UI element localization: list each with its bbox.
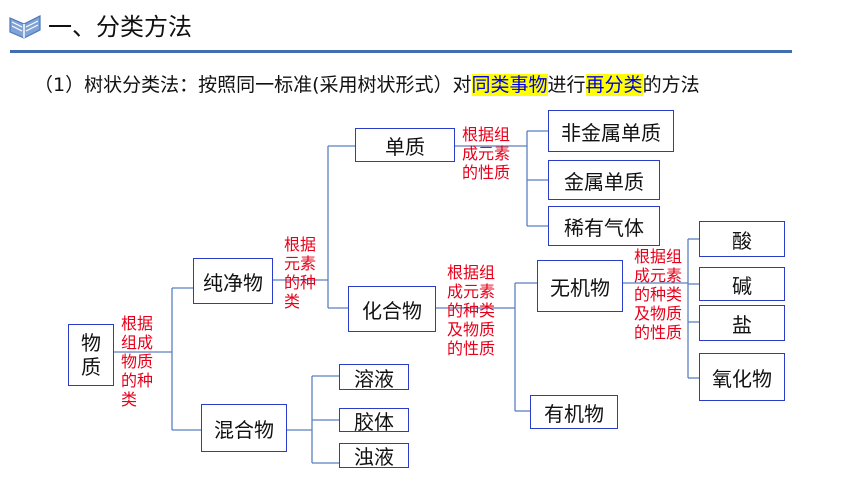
criterion-root: 根据 组成 物质 的种 类: [121, 314, 154, 409]
node-oxide: 氧化物: [699, 353, 785, 401]
intro-highlight-1: 同类事物: [471, 74, 548, 96]
criterion-pure: 根据 元素 的种 类: [284, 235, 317, 311]
criterion-inorganic: 根据组 成元素 的种类 及物质 的性质: [634, 247, 683, 342]
node-mixture: 混合物: [201, 404, 287, 452]
intro-suffix: 的方法: [642, 74, 700, 96]
criterion-compound: 根据组 成元素 的种类 及物质 的性质: [447, 263, 496, 358]
intro-mid: 进行: [547, 74, 586, 96]
title-divider: [10, 50, 792, 53]
node-suspension: 浊液: [339, 443, 409, 469]
intro-highlight-2: 再分类: [585, 74, 643, 96]
node-pure-substance: 纯净物: [193, 258, 273, 304]
node-inorganic: 无机物: [537, 260, 623, 312]
node-solution: 溶液: [339, 364, 409, 391]
node-colloid: 胶体: [339, 408, 409, 434]
page-title: 一、分类方法: [48, 13, 192, 41]
node-base: 碱: [699, 267, 785, 301]
node-noble-gas: 稀有气体: [548, 206, 660, 246]
node-salt: 盐: [699, 305, 785, 341]
criterion-elementary: 根据组 成元素 的性质: [462, 125, 511, 182]
node-nonmetal: 非金属单质: [548, 110, 674, 152]
node-compound: 化合物: [348, 286, 436, 332]
node-matter: 物 质: [68, 324, 114, 386]
intro-prefix: （1）树状分类法：按照同一标准(采用树状形式）对: [34, 74, 472, 96]
intro-line: （1）树状分类法：按照同一标准(采用树状形式）对同类事物进行再分类的方法: [34, 72, 700, 98]
node-elementary-substance: 单质: [355, 128, 455, 162]
node-acid: 酸: [699, 221, 785, 257]
book-icon: [9, 15, 41, 39]
node-metal: 金属单质: [548, 160, 660, 200]
node-organic: 有机物: [530, 395, 618, 429]
